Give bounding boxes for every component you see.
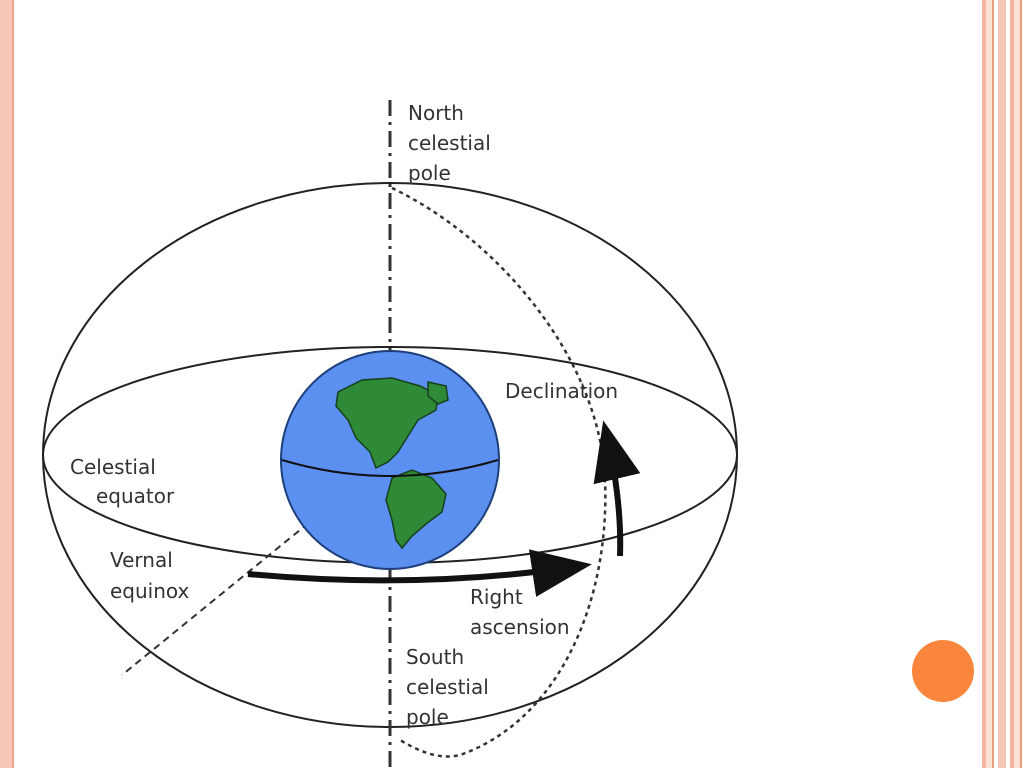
right-ascension-label: Right ascension (470, 585, 570, 639)
south-america-landmass (385, 469, 447, 550)
earth-globe (280, 350, 500, 570)
declination-label: Declination (505, 379, 618, 403)
north-america-landmass (335, 377, 439, 470)
south-celestial-pole-label: South celestial pole (406, 645, 495, 729)
vernal-equinox-label: Vernal equinox (110, 548, 190, 603)
left-decorative-border (0, 0, 14, 768)
celestial-equator-label: Celestial equator (70, 455, 175, 508)
earth-equator-line (281, 459, 499, 477)
right-decorative-border (978, 0, 1024, 768)
north-celestial-pole-label: North celestial pole (408, 101, 497, 185)
decorative-orange-dot (912, 640, 974, 702)
declination-arrow (593, 420, 641, 557)
greenland-landmass (427, 381, 449, 405)
vernal-equinox-direction-line (121, 454, 393, 676)
right-ascension-arrow (247, 549, 592, 597)
